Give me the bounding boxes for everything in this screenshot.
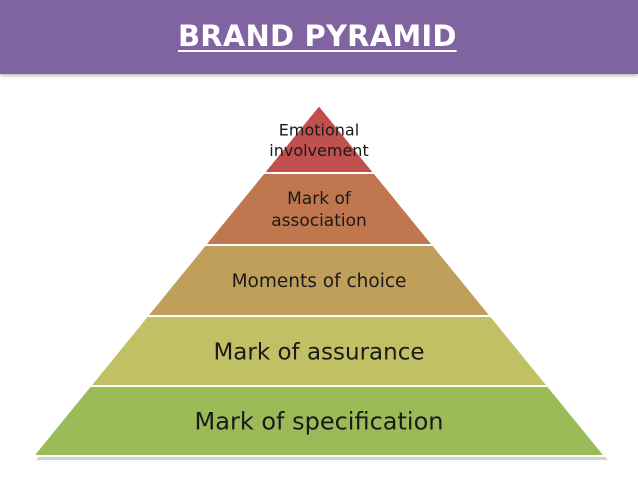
- pyramid-tier-2-label: Mark of: [287, 189, 352, 209]
- pyramid-tier-5: [30, 385, 608, 457]
- pyramid-tier-2-label: association: [271, 211, 367, 231]
- pyramid-tier-1-label: involvement: [269, 141, 368, 160]
- pyramid-tier-1-label: Emotional: [279, 120, 359, 139]
- page-title: BRAND PYRAMID: [178, 19, 457, 53]
- pyramid-tier-3-label: Moments of choice: [232, 271, 407, 292]
- pyramid-tier-5-label: Mark of specification: [195, 408, 444, 436]
- pyramid-tier-4-label: Mark of assurance: [213, 339, 424, 365]
- title-bar: BRAND PYRAMID: [0, 0, 638, 74]
